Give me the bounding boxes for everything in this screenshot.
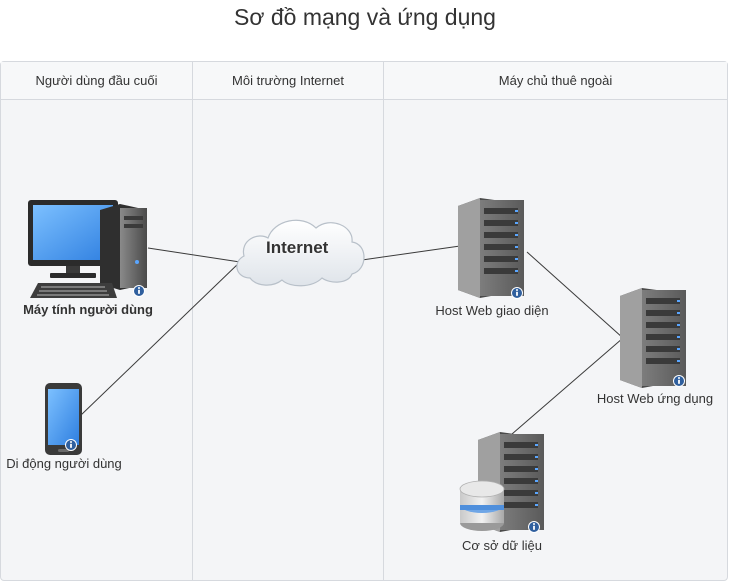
mobile-phone-icon bbox=[45, 383, 82, 455]
lane-divider bbox=[192, 62, 193, 580]
node-label-database: Cơ sở dữ liệu bbox=[462, 538, 542, 553]
server-icon bbox=[620, 288, 686, 388]
internet-cloud-label: Internet bbox=[266, 238, 329, 257]
node-label-user-computer: Máy tính người dùng bbox=[23, 302, 153, 317]
lane-header-internet: Môi trường Internet bbox=[193, 62, 383, 100]
node-label-user-mobile: Di động người dùng bbox=[6, 456, 122, 471]
lane-header-end-users: Người dùng đầu cuối bbox=[1, 62, 192, 100]
cloud-icon bbox=[236, 219, 365, 287]
connector-lines bbox=[79, 245, 624, 435]
swimlane-board bbox=[0, 61, 728, 581]
diagram-title: Sơ đồ mạng và ứng dụng bbox=[234, 4, 496, 30]
node-label-web-frontend-host: Host Web giao diện bbox=[435, 303, 549, 318]
node-label-web-app-host: Host Web ứng dụng bbox=[596, 391, 714, 406]
database-server-icon bbox=[459, 432, 544, 533]
server-icon bbox=[458, 198, 524, 299]
desktop-computer-icon bbox=[28, 200, 147, 298]
lane-divider bbox=[383, 62, 384, 580]
lane-header-hosted-servers: Máy chủ thuê ngoài bbox=[384, 62, 727, 100]
